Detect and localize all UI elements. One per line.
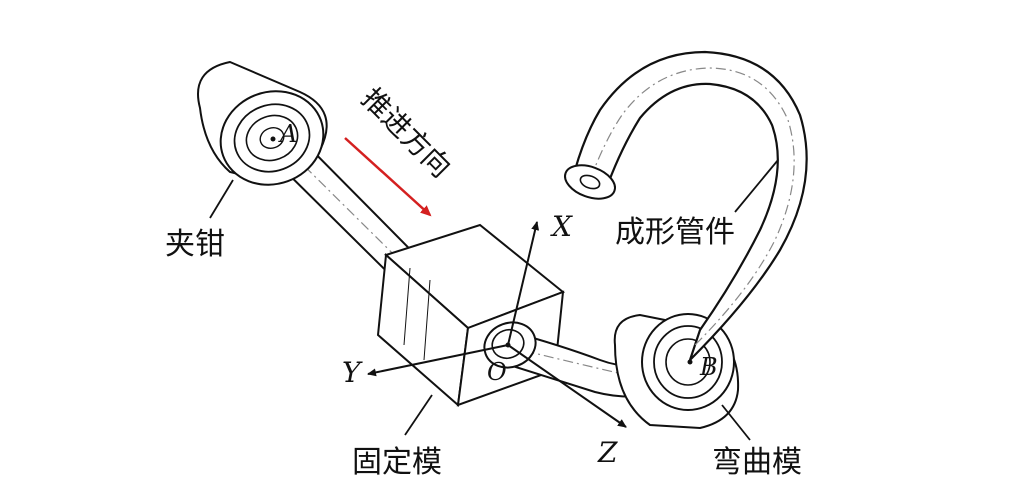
push-direction-label: 推进方向 (355, 82, 458, 185)
coordinate-axes (367, 221, 627, 428)
x-axis-label: X (550, 210, 573, 243)
fixed-die-label: 固定模 (352, 445, 442, 480)
formed-tube-shape (564, 50, 808, 365)
bending-die-leader (721, 404, 751, 441)
bending-die-label: 弯曲模 (712, 445, 802, 480)
z-axis-arrow (507, 344, 627, 428)
fixed-die-leader (404, 394, 433, 436)
fixed-die-cube (376, 223, 565, 407)
clamp-label: 夹钳 (165, 227, 225, 262)
clamp-leader (209, 179, 234, 219)
z-axis-label: Z (597, 436, 618, 469)
formed-tube-label: 成形管件 (615, 215, 735, 250)
point-b-label: B (699, 353, 718, 381)
point-a-dot (270, 136, 276, 142)
y-axis-label: Y (342, 356, 363, 389)
clamp-cylinder (197, 60, 328, 186)
point-a-label: A (278, 120, 297, 148)
point-o-label: O (487, 358, 507, 386)
leader-lines (209, 159, 779, 441)
formed-tube-leader (734, 159, 779, 213)
push-direction-arrow (344, 137, 432, 217)
y-axis-arrow (367, 344, 509, 377)
point-b-dot (687, 359, 693, 365)
x-axis-arrow (507, 221, 540, 346)
bending-die-cylinder (613, 313, 740, 430)
